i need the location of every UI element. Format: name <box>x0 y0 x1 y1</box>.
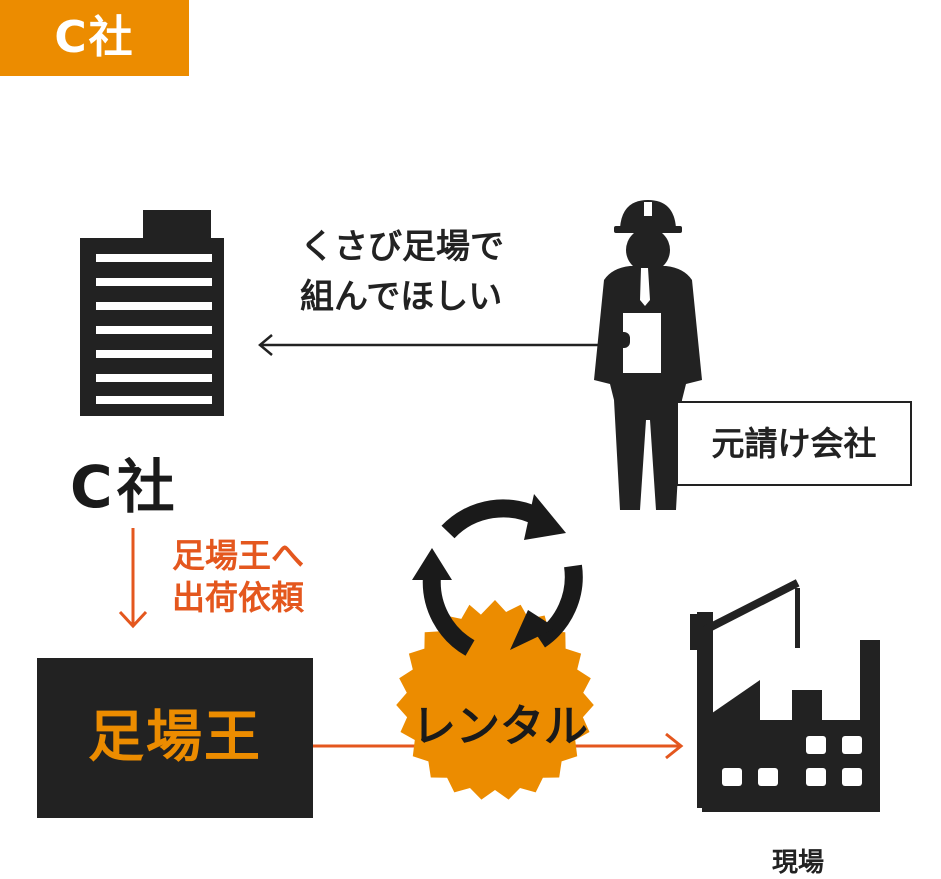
request-speech: くさび足場で 組んでほしい <box>300 222 504 322</box>
request-line-2: 組んでほしい <box>300 277 503 317</box>
order-request: 足場王へ 出荷依頼 <box>172 535 304 619</box>
order-line-2: 出荷依頼 <box>172 578 304 617</box>
order-line-1: 足場王へ <box>172 536 304 575</box>
request-arrow <box>258 334 600 356</box>
header-tag: C社 <box>0 0 189 76</box>
rental-label: レンタル <box>412 701 588 752</box>
cycle-arrows-icon <box>422 499 583 656</box>
request-line-1: くさび足場で <box>300 227 504 267</box>
burst-badge-icon <box>396 600 594 800</box>
supplier-box: 足場王 <box>37 658 313 818</box>
order-arrow <box>118 528 148 629</box>
construction-site-icon <box>690 579 880 812</box>
contractor-label: 元請け会社 <box>676 401 912 486</box>
site-label: 現場 <box>772 848 825 878</box>
worker-icon <box>594 200 702 510</box>
company-label: C社 <box>70 453 179 521</box>
building-icon <box>80 210 224 416</box>
